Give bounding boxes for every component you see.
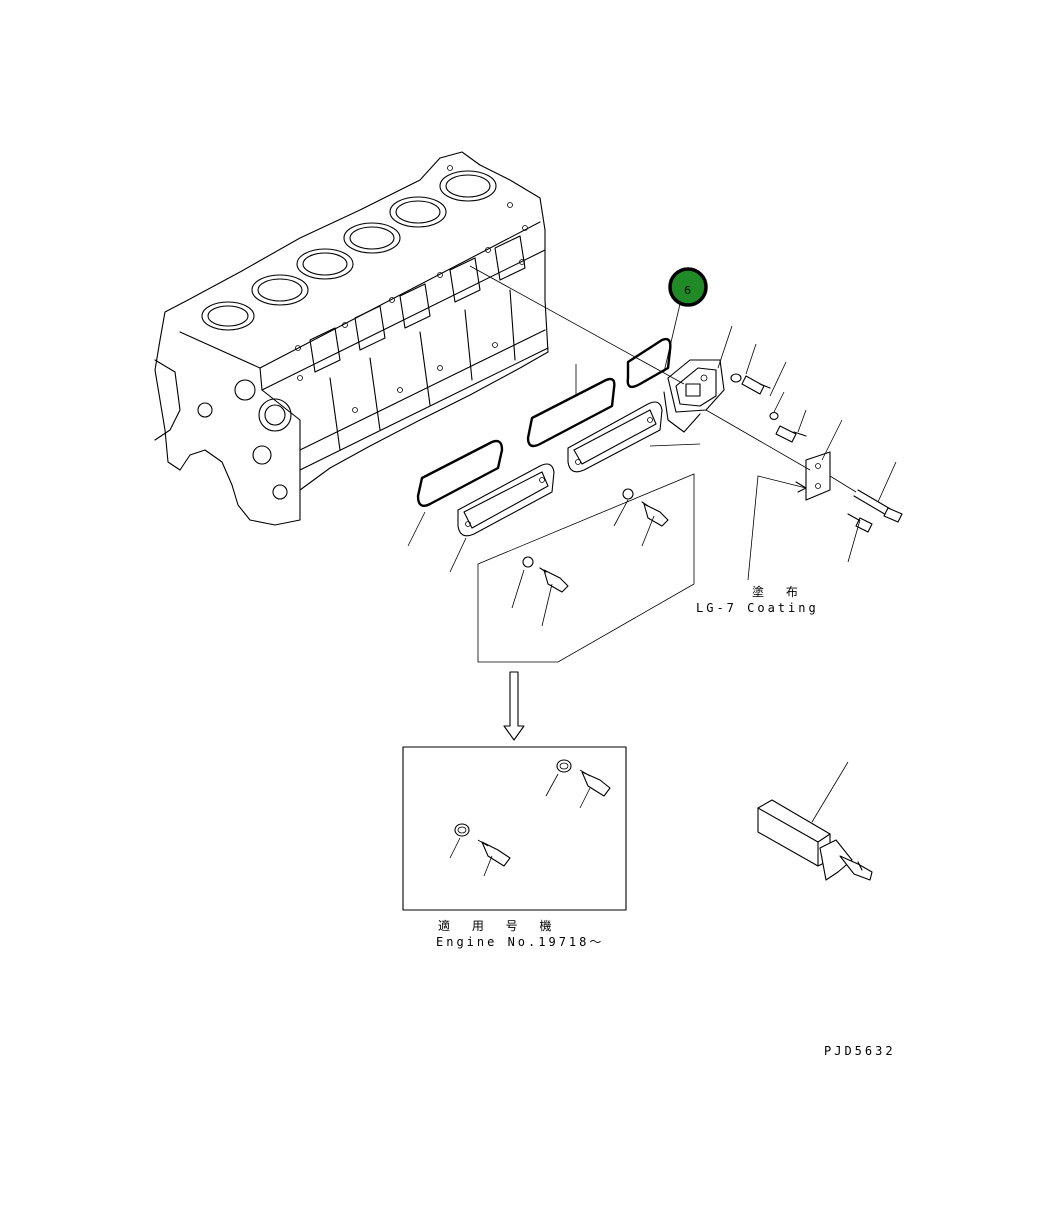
bolt-upper-1 [741, 375, 771, 395]
engine-label-en: Engine No.19718～ [436, 935, 604, 949]
cylinder-block [154, 151, 549, 526]
inset-nut-1 [556, 759, 572, 773]
tool-part [757, 761, 873, 881]
side-cover-lower [457, 463, 555, 537]
inset-stud-2 [477, 839, 511, 867]
inset-nut-2 [454, 823, 470, 837]
short-bolt [847, 513, 873, 533]
breather-housing [663, 359, 725, 433]
cover-plate [805, 451, 831, 501]
engine-label-jp: 適 用 号 機 [438, 918, 560, 933]
nut-upper [622, 488, 634, 500]
detail-inset [402, 746, 627, 911]
bolt-upper-2 [775, 425, 807, 443]
coating-label-jp: 塗 布 [752, 584, 807, 599]
stud-upper [641, 501, 669, 527]
leader-lines [407, 265, 897, 663]
stud-lower [539, 567, 569, 593]
side-cover-upper [567, 401, 663, 473]
gasket-front [416, 439, 504, 507]
long-bolt [853, 489, 903, 523]
gasket-middle [526, 377, 616, 448]
drawing-code: PJD5632 [824, 1044, 896, 1058]
down-arrow-icon [503, 671, 525, 741]
coating-label-en: LG-7 Coating [696, 601, 819, 615]
inset-stud-1 [579, 769, 611, 797]
nut-lower [522, 556, 534, 568]
gasket-rear [626, 337, 672, 389]
callout-number: 6 [684, 284, 691, 297]
washer-upper [730, 373, 742, 383]
washer-mid [769, 411, 779, 421]
callout-badge[interactable]: 6 [668, 267, 708, 307]
